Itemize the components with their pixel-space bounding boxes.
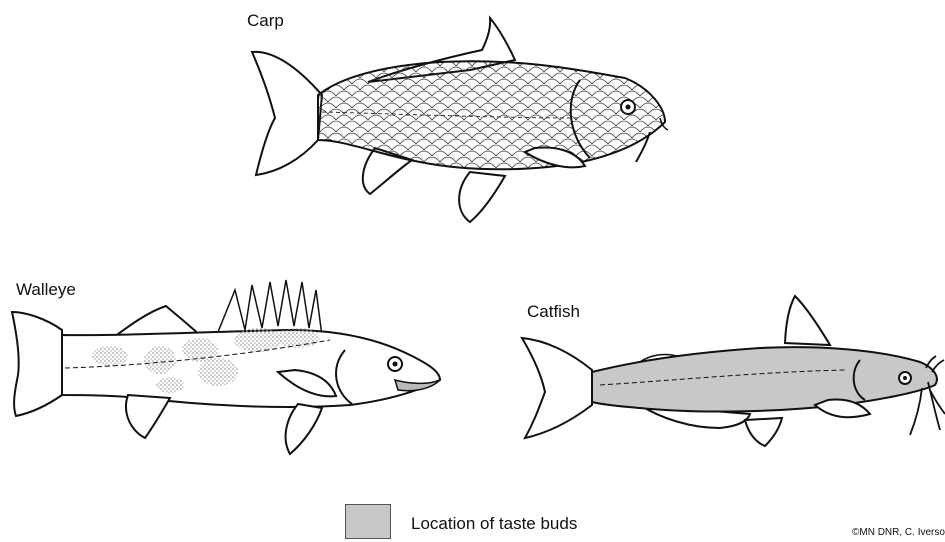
catfish-pelvic-fin bbox=[745, 418, 782, 446]
legend-swatch bbox=[345, 504, 391, 539]
catfish-dorsal-fin bbox=[785, 296, 830, 345]
credit-text: ©MN DNR, C. Iverso bbox=[852, 528, 945, 538]
legend-text: Location of taste buds bbox=[411, 515, 577, 532]
catfish-tail bbox=[522, 338, 592, 438]
catfish-body bbox=[592, 347, 937, 411]
